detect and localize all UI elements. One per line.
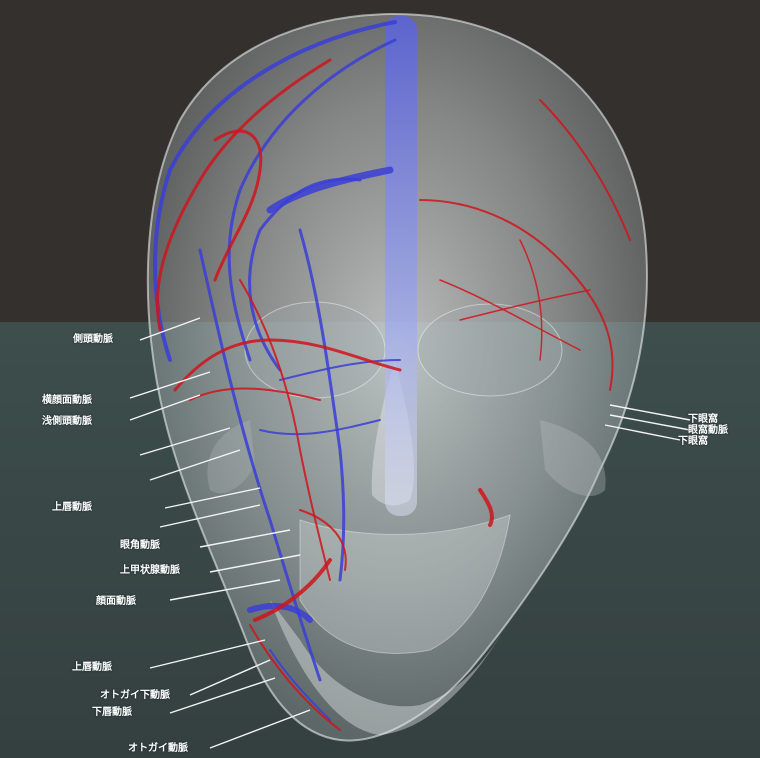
label-transverse-facial-artery: 横顔面動脈 — [42, 395, 92, 406]
label-angular-artery: 眼角動脈 — [120, 540, 160, 551]
label-superior-thyroid-artery: 上甲状腺動脈 — [120, 565, 180, 576]
label-submental-artery: オトガイ下動脈 — [100, 690, 170, 701]
label-inferior-labial-artery: 下唇動脈 — [92, 707, 132, 718]
label-facial-artery: 顔面動脈 — [96, 596, 136, 607]
label-temporal-artery: 側頭動脈 — [73, 334, 113, 345]
label-right-1: 下眼窩 — [688, 414, 718, 425]
midline-vessel — [385, 16, 417, 516]
label-right-3: 下眼窩 — [678, 436, 708, 447]
label-superficial-temporal-artery: 浅側頭動脈 — [42, 416, 92, 427]
label-superior-labial-artery-upper: 上唇動脈 — [52, 502, 92, 513]
label-mental-artery: オトガイ動脈 — [128, 743, 188, 754]
label-right-2: 眼窩動脈 — [688, 425, 728, 436]
label-superior-labial-artery: 上唇動脈 — [72, 662, 112, 673]
